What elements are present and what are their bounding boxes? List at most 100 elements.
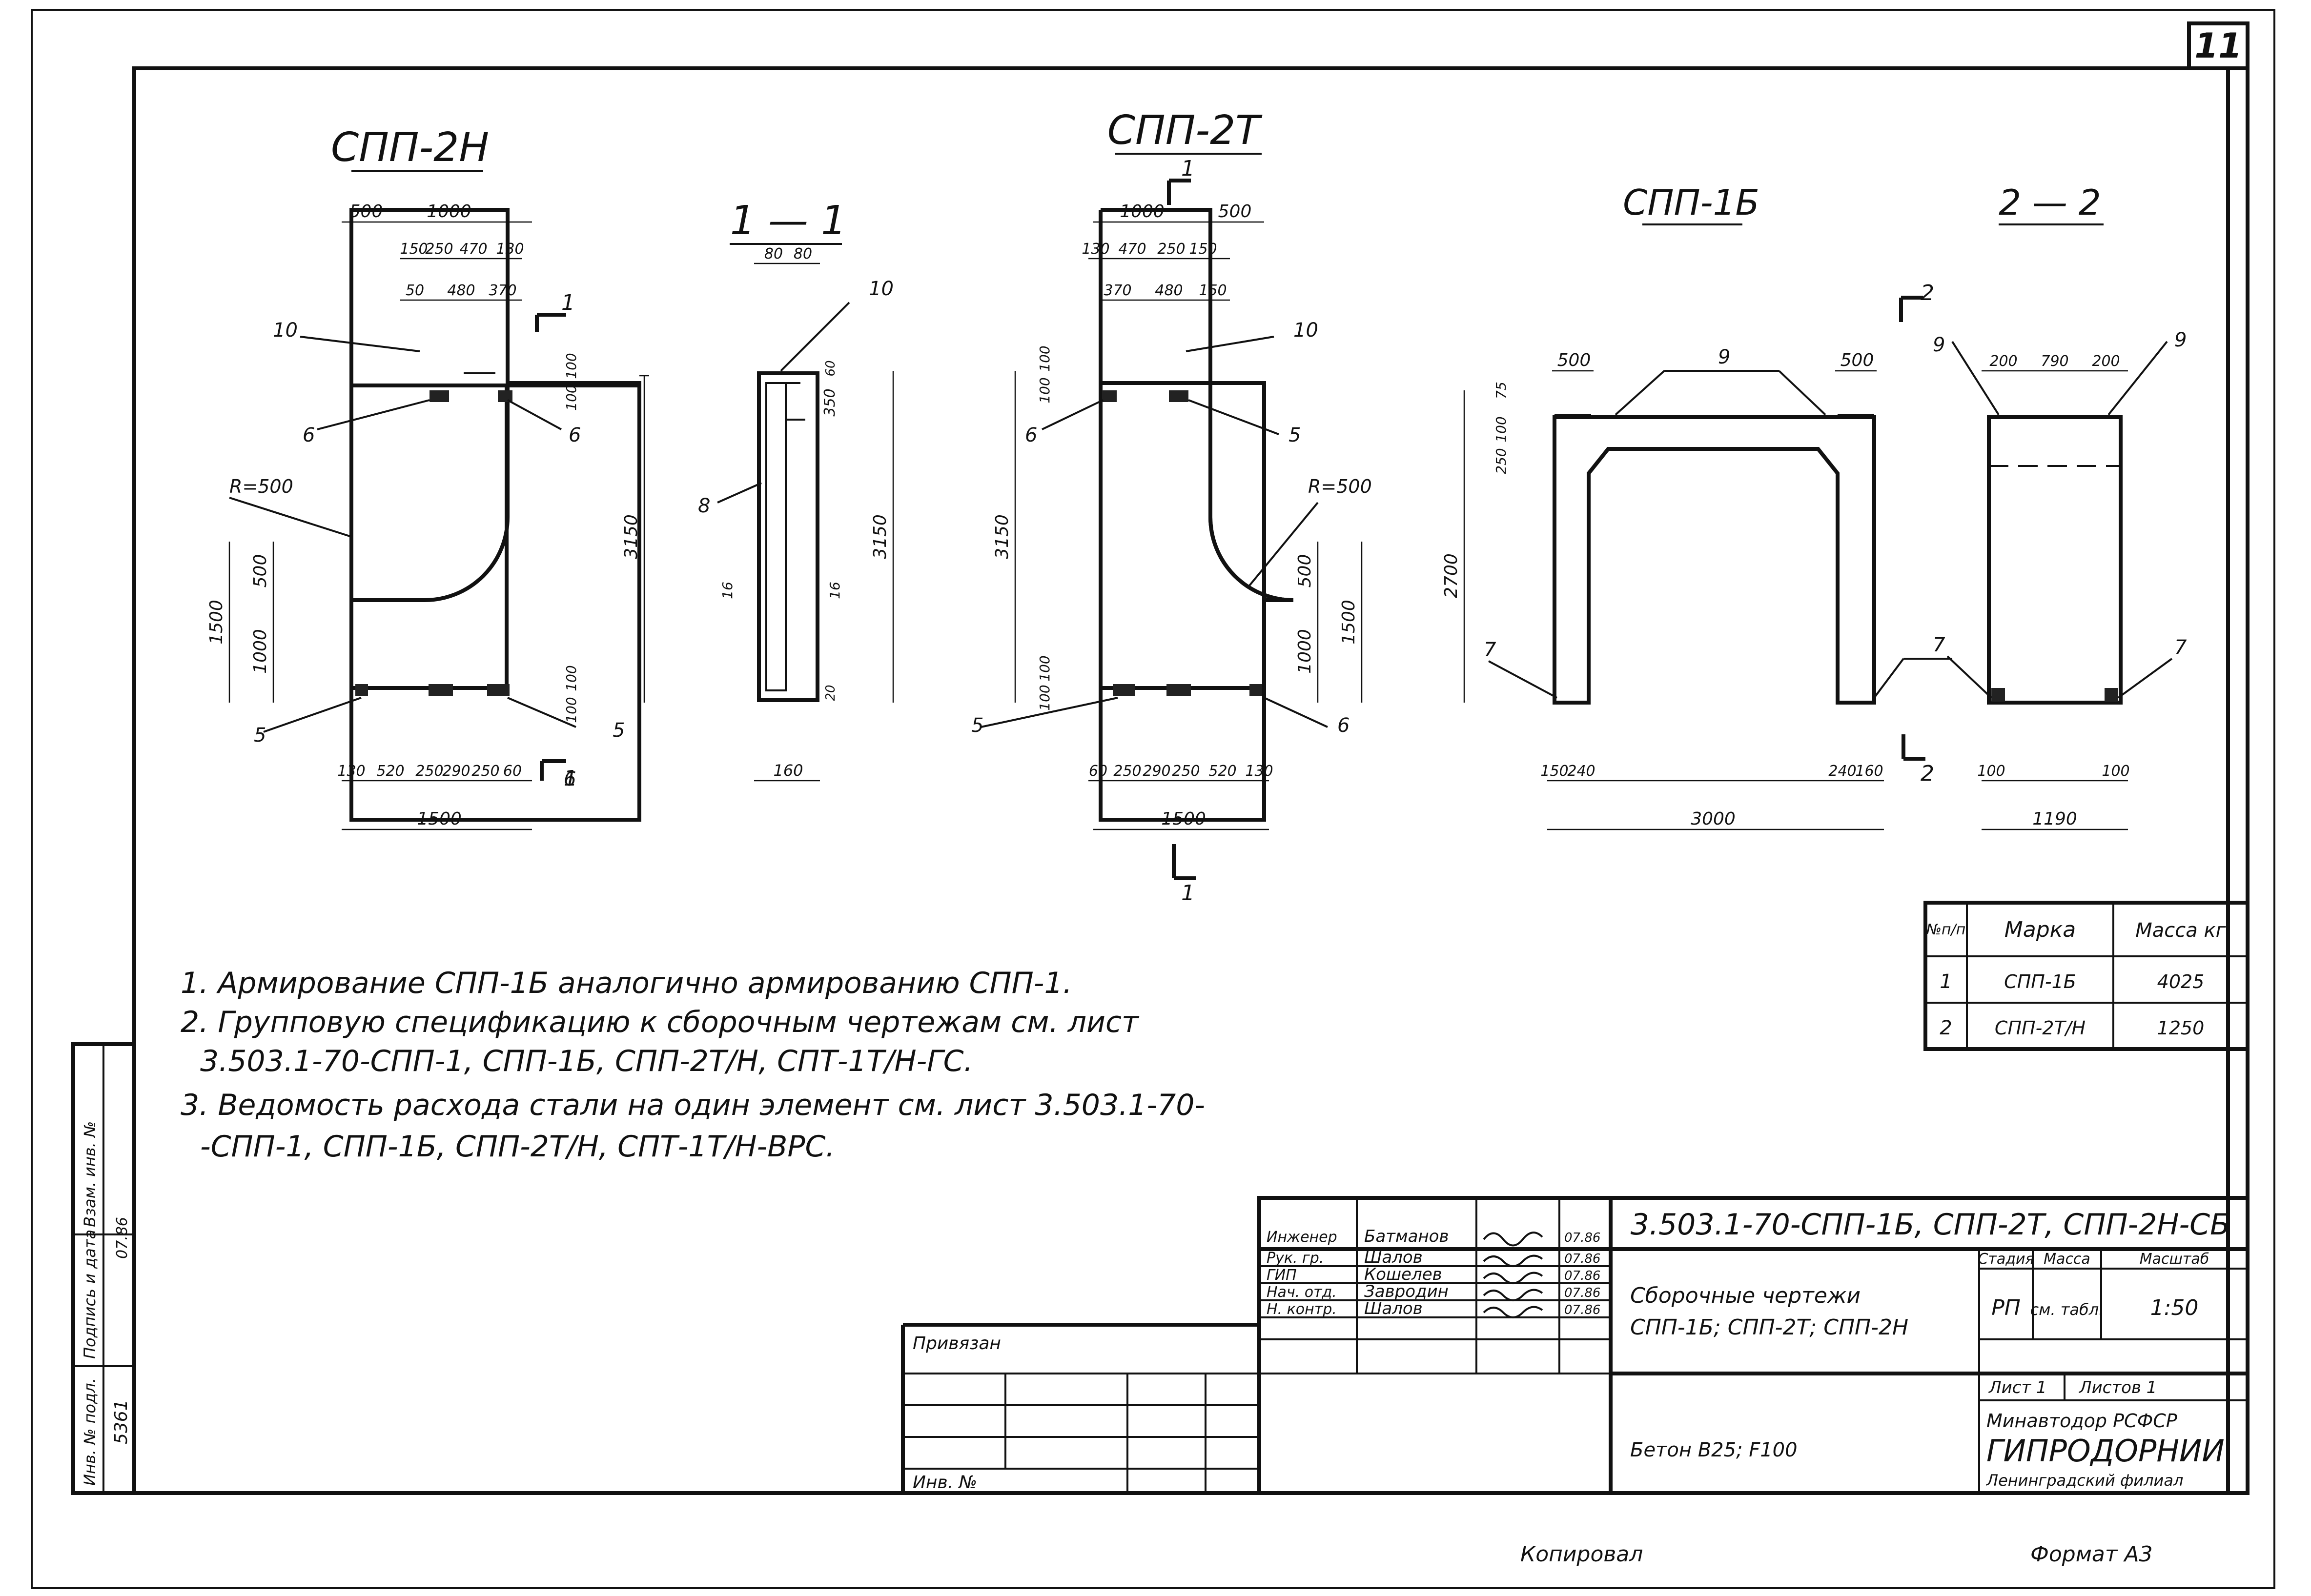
drawing-title-line1: Сборочные чертежи xyxy=(1630,1283,1861,1308)
mass-table-header-mark: Марка xyxy=(2004,917,2076,942)
side-stamp-sign-label: Подпись и дата xyxy=(81,1230,99,1359)
callout-spp1b-7a: 7 xyxy=(1484,639,1496,661)
callout-spp2n-5b: 5 xyxy=(613,719,625,742)
dim-sec11-mid-right: 16 xyxy=(827,582,843,599)
view-section-2-2: 2 — 2 9 9 7 7 200 790 200 100 100 1190 xyxy=(1933,182,2187,830)
view-section-1-1: 1 — 1 80 80 10 8 3150 350 60 20 16 16 16… xyxy=(698,198,894,782)
mass-table: №п/п Марка Масса кг 1 СПП-1Б 4025 2 СПП-… xyxy=(1923,901,2250,1051)
dim-spp2n-top-2: 1000 xyxy=(427,202,471,222)
dim-spp2t-b-3: 290 xyxy=(1143,763,1170,780)
dim-spp2t-r2-3: 250 xyxy=(1157,241,1185,258)
dim-spp2n-b-6: 60 xyxy=(503,763,522,780)
org-line-3: Ленинградский филиал xyxy=(1986,1471,2183,1490)
portal-outline-spp1b xyxy=(1553,415,1876,705)
dim-spp2n-left-500: 500 xyxy=(250,554,270,588)
org-line-1: Минавтодор РСФСР xyxy=(1986,1410,2177,1432)
sign-date-5: 07.86 xyxy=(1564,1303,1600,1317)
view-title-sec11: 1 — 1 xyxy=(730,198,846,244)
dim-spp2n-left-1000: 1000 xyxy=(250,629,270,674)
callout-spp1b-9: 9 xyxy=(1718,346,1730,368)
view-spp-2t: СПП-2Т 1000 500 130 470 250 150 370 480 … xyxy=(971,107,1372,906)
callout-spp2n-6b: 6 xyxy=(569,424,581,446)
panel-outline-sec11 xyxy=(757,371,819,702)
dim-spp2t-b-6: 130 xyxy=(1245,763,1273,780)
section-mark-spp2t-bottom: 1 xyxy=(1181,881,1195,906)
note-line-5: -СПП-1, СПП-1Б, СПП-2Т/Н, СПТ-1Т/Н-ВРС. xyxy=(200,1130,835,1164)
page-number: 11 xyxy=(2194,26,2242,66)
dim-spp2n-r2-1: 150 xyxy=(400,241,428,258)
sign-role-2: Рук. гр. xyxy=(1267,1250,1324,1267)
mass-table-row1-num: 1 xyxy=(1940,970,1952,993)
view-title-spp1b: СПП-1Б xyxy=(1623,182,1759,223)
dim-spp2t-b-1: 60 xyxy=(1089,763,1107,780)
dim-sec22-b-1: 100 xyxy=(1977,763,2005,780)
callout-spp2n-5a: 5 xyxy=(254,724,266,747)
sign-date-4: 07.86 xyxy=(1564,1286,1600,1300)
title-block-privyazan: Привязан xyxy=(913,1333,1001,1354)
dim-spp1b-left-2700: 2700 xyxy=(1441,553,1461,598)
callout-spp2t-5b: 5 xyxy=(971,714,983,737)
dim-sec11-top-1: 80 xyxy=(764,245,783,263)
sign-date-3: 07.86 xyxy=(1564,1269,1600,1283)
footer-copied: Копировал xyxy=(1520,1542,1643,1567)
callout-sec11-8: 8 xyxy=(698,495,710,517)
dim-spp2t-right-1000: 1000 xyxy=(1295,629,1315,674)
radius-spp2t: R=500 xyxy=(1308,476,1372,497)
callout-spp2t-10: 10 xyxy=(1293,319,1318,342)
dim-spp2t-top-1: 1000 xyxy=(1120,202,1165,222)
dim-spp1b-b-3: 240 xyxy=(1828,763,1856,780)
dim-spp2t-b-4: 250 xyxy=(1172,763,1200,780)
sign-date-1: 07.86 xyxy=(1564,1231,1600,1245)
dim-spp1b-top-2: 500 xyxy=(1841,350,1874,370)
callout-spp2n-6c: 6 xyxy=(564,768,576,790)
org-line-2: ГИПРОДОРНИИ xyxy=(1986,1433,2225,1469)
dim-sec11-mid-left: 16 xyxy=(719,582,736,599)
note-line-2: 2. Групповую спецификацию к сборочным че… xyxy=(181,1005,1140,1039)
dim-spp2t-left-top-1: 100 xyxy=(1037,345,1053,371)
section-mark-spp1b-bottom: 2 xyxy=(1921,761,1934,786)
dim-spp2n-b-3: 250 xyxy=(415,763,443,780)
dim-spp2t-left-3150: 3150 xyxy=(992,514,1012,559)
section-outline-sec22 xyxy=(1987,415,2123,705)
dim-spp2n-r2-3: 470 xyxy=(459,241,487,258)
dim-spp2n-r2-4: 130 xyxy=(496,241,524,258)
sign-role-4: Нач. отд. xyxy=(1267,1284,1337,1301)
callout-spp2n-10: 10 xyxy=(273,319,298,342)
sign-role-5: Н. контр. xyxy=(1267,1301,1337,1318)
dim-spp1b-b-2: 240 xyxy=(1567,763,1595,780)
view-title-spp2t: СПП-2Т xyxy=(1107,107,1263,154)
scale-value: 1:50 xyxy=(2150,1295,2199,1320)
dim-spp2n-r3-3: 370 xyxy=(489,282,516,299)
dim-spp2n-r3-1: 50 xyxy=(406,282,424,299)
dim-spp2n-b-2: 520 xyxy=(376,763,404,780)
sign-name-3: Кошелев xyxy=(1364,1265,1442,1284)
title-block: Привязан Инв. № Инженер Батманов 07.86 Р… xyxy=(901,1196,2250,1495)
sign-date-2: 07.86 xyxy=(1564,1252,1600,1266)
dim-spp2t-top-2: 500 xyxy=(1218,202,1252,222)
dim-sec22-top-2: 790 xyxy=(2041,353,2068,370)
callout-sec22-9b: 9 xyxy=(2174,329,2187,351)
callout-spp2n-6a: 6 xyxy=(303,424,315,446)
footer-format: Формат А3 xyxy=(2030,1542,2153,1567)
sheet-label: Лист 1 xyxy=(1988,1378,2047,1397)
mass-table-row1-mark: СПП-1Б xyxy=(2004,971,2076,992)
sign-role-3: ГИП xyxy=(1267,1267,1297,1284)
section-mark-spp2n-bottom: 1 xyxy=(564,766,577,791)
dim-sec22-b-2: 100 xyxy=(2102,763,2129,780)
dim-spp2t-left-bot-2: 100 xyxy=(1037,685,1053,710)
dim-spp2n-b-4: 290 xyxy=(442,763,470,780)
callout-spp1b-7b: 7 xyxy=(1933,634,1945,656)
mass-table-row2-mark: СПП-2Т/Н xyxy=(1995,1017,2086,1039)
stage-label: Стадия xyxy=(1978,1251,2034,1268)
dim-spp2t-right-500: 500 xyxy=(1295,554,1315,588)
dim-sec11-small-2: 20 xyxy=(823,685,838,701)
sign-name-2: Шалов xyxy=(1364,1248,1423,1267)
panel-outline-spp2n xyxy=(349,384,509,690)
dim-sec22-total-width: 1190 xyxy=(2032,809,2077,829)
dim-spp2t-b-2: 250 xyxy=(1113,763,1141,780)
dim-sec11-top-2: 80 xyxy=(794,245,812,263)
side-stamp-inv-label: Инв. № подл. xyxy=(81,1378,99,1486)
mass-table-header-num: №п/п xyxy=(1925,921,1966,938)
dim-spp2t-r3-1: 370 xyxy=(1104,282,1131,299)
